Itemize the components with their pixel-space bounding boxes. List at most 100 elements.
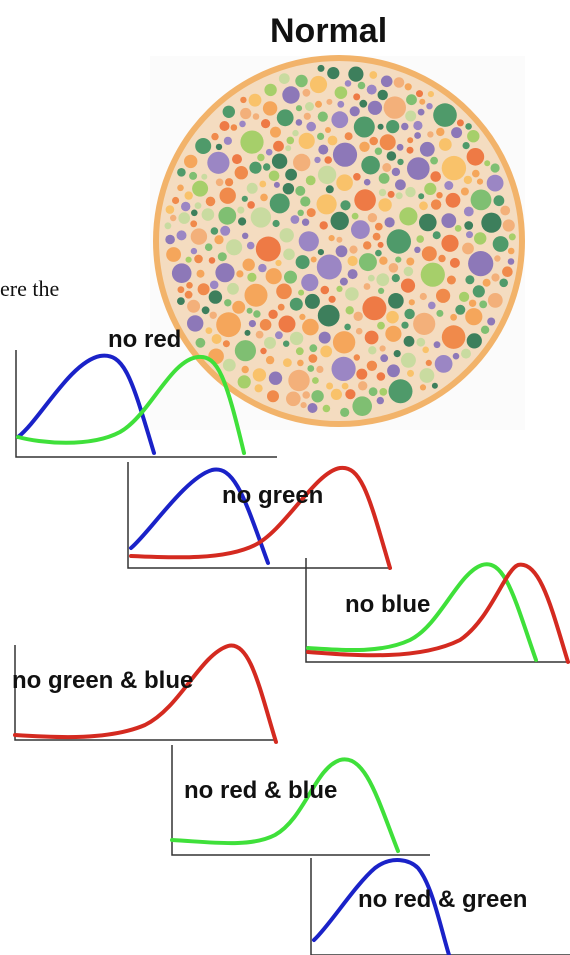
- plate-dot: [197, 283, 210, 296]
- plate-dot: [419, 213, 437, 232]
- plate-dot: [385, 325, 402, 342]
- plate-dot: [248, 320, 256, 328]
- plate-dot: [479, 300, 488, 309]
- plate-dot: [230, 124, 238, 131]
- plate-dot: [300, 402, 307, 409]
- plate-dot: [318, 144, 329, 155]
- plate-dot: [171, 263, 192, 284]
- plate-dot: [260, 347, 267, 355]
- plate-dot: [248, 93, 262, 107]
- plate-dot: [282, 86, 300, 104]
- plate-dot: [255, 330, 264, 339]
- plate-dot: [219, 121, 230, 131]
- plate-dot: [241, 195, 248, 202]
- plate-dot: [384, 217, 395, 228]
- plate-dot: [376, 372, 386, 381]
- plate-dot: [226, 239, 243, 256]
- plate-dot: [428, 301, 436, 310]
- plate-dot: [481, 212, 502, 233]
- plate-dot: [307, 403, 318, 413]
- plate-dot: [379, 256, 388, 265]
- plate-dot: [195, 138, 212, 154]
- plate-dot: [362, 296, 387, 321]
- plate-dot: [419, 384, 427, 391]
- plate-dot: [247, 201, 255, 209]
- plate-dot: [236, 270, 244, 278]
- plate-dot: [480, 325, 490, 334]
- plate-dot: [487, 317, 496, 326]
- plate-dot: [462, 142, 470, 150]
- plate-dot: [201, 208, 215, 221]
- plate-dot: [219, 187, 236, 204]
- plate-dot: [331, 356, 356, 381]
- plate-dot: [472, 285, 485, 298]
- plate-dot: [401, 321, 409, 329]
- plate-dot: [427, 91, 434, 98]
- plate-dot: [192, 180, 209, 197]
- plate-dot: [438, 138, 452, 151]
- plate-dot: [445, 192, 461, 208]
- plate-dot: [406, 146, 414, 154]
- plate-dot: [304, 293, 320, 309]
- green-cone-curve-no-red-and-blue: [170, 757, 400, 853]
- plate-dot: [260, 193, 268, 202]
- plate-dot: [413, 312, 436, 335]
- plate-dot: [403, 266, 414, 277]
- plate-dot: [470, 189, 492, 211]
- plate-dot: [309, 344, 318, 353]
- red-cone-curve-no-blue: [306, 562, 570, 664]
- plate-dot: [302, 391, 311, 399]
- plate-dot: [278, 315, 296, 333]
- plate-dot: [459, 291, 470, 302]
- plate-dot: [354, 189, 376, 211]
- plate-dot: [194, 254, 203, 264]
- plate-dot: [242, 258, 255, 271]
- plate-dot: [446, 275, 456, 285]
- plate-dot: [466, 148, 485, 166]
- plate-dot: [210, 227, 219, 235]
- plate-dot: [441, 234, 459, 252]
- plate-dot: [244, 283, 268, 307]
- plate-dot: [419, 368, 435, 383]
- plate-dot: [283, 248, 295, 261]
- plate-dot: [301, 273, 319, 292]
- plate-dot: [419, 292, 427, 301]
- plate-dot: [252, 368, 267, 382]
- plate-dot: [341, 382, 349, 390]
- plate-dot: [468, 251, 494, 277]
- panel-label-no-red-and-blue: no red & blue: [184, 777, 338, 804]
- plate-dot: [430, 171, 442, 182]
- plate-dot: [224, 299, 232, 307]
- plate-dot: [395, 192, 403, 200]
- plate-dot: [397, 158, 404, 166]
- plate-dot: [406, 94, 417, 106]
- plate-dot: [222, 358, 236, 372]
- plate-dot: [222, 340, 230, 348]
- plate-dot: [352, 396, 373, 417]
- plate-dot: [421, 246, 437, 262]
- plate-dot: [508, 233, 516, 241]
- plate-dot: [393, 77, 405, 88]
- plate-dot: [247, 272, 257, 282]
- plate-dot: [211, 334, 222, 344]
- plate-dot: [237, 206, 245, 214]
- plate-dot: [187, 299, 201, 313]
- plate-dot: [209, 311, 217, 319]
- plate-dot: [164, 222, 172, 230]
- plate-dot: [317, 165, 337, 185]
- plate-dot: [492, 236, 509, 252]
- plate-dot: [378, 173, 390, 184]
- plate-dot: [271, 153, 288, 169]
- plate-dot: [317, 132, 325, 140]
- plate-dot: [172, 196, 180, 205]
- plate-dot: [379, 388, 388, 396]
- plate-dot: [387, 364, 400, 378]
- plate-dot: [466, 333, 482, 349]
- plate-dot: [340, 200, 351, 211]
- plate-dot: [214, 235, 224, 245]
- clipped-body-text: ere the: [0, 276, 60, 301]
- plate-dot: [416, 90, 423, 98]
- panel-label-no-red: no red: [108, 326, 182, 353]
- plate-dot: [326, 98, 333, 105]
